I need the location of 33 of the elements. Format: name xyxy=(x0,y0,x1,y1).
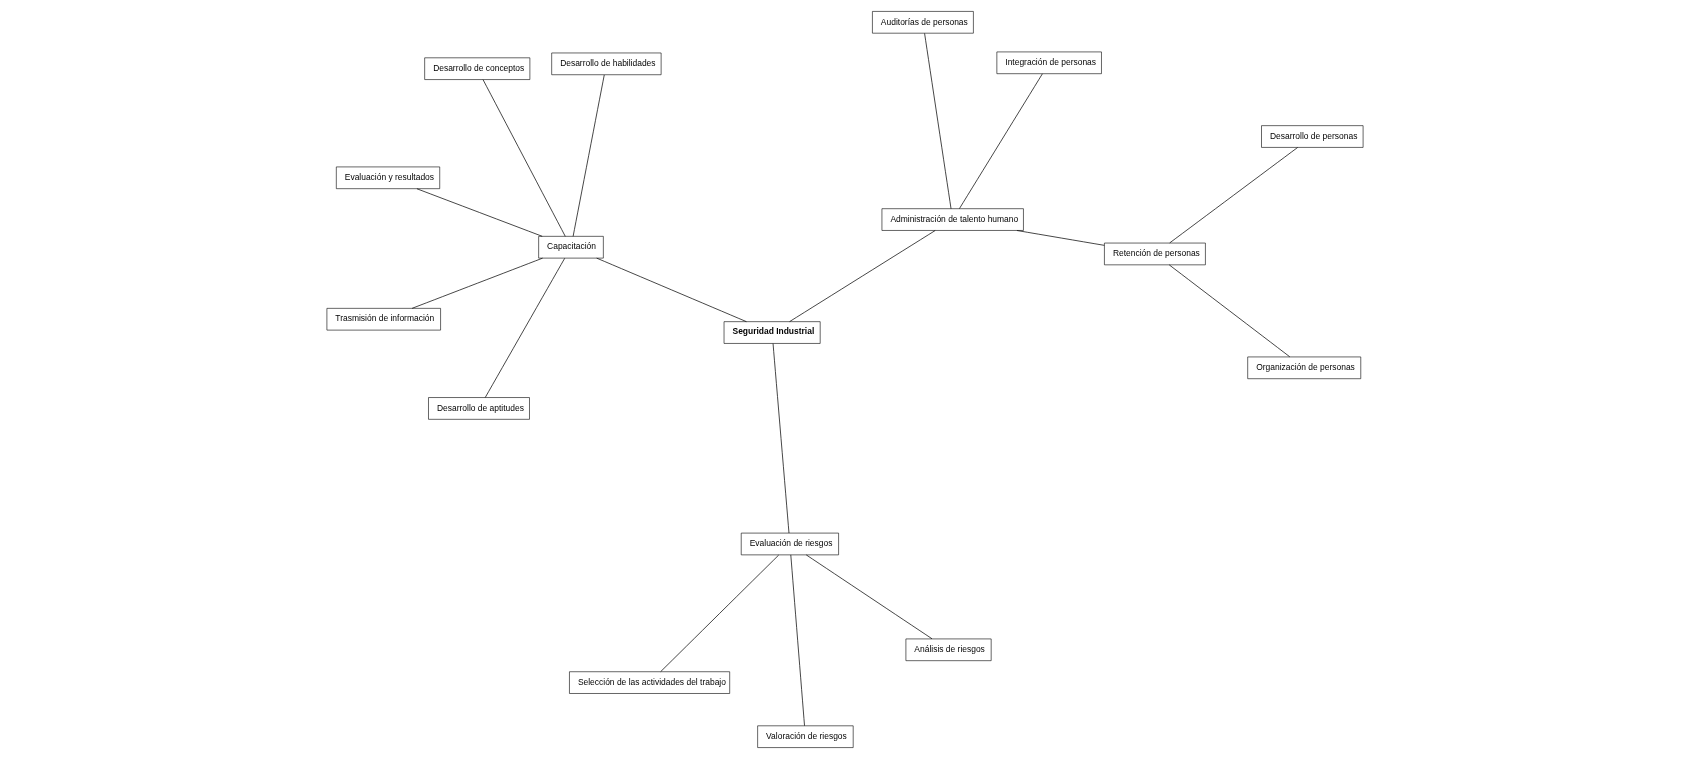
connector xyxy=(572,74,605,237)
node-box: Evaluación y resultados xyxy=(335,166,440,189)
node-box: Seguridad Industrial xyxy=(723,320,820,344)
connector xyxy=(789,554,805,726)
node-box: Administración de talento humano xyxy=(881,207,1024,231)
connector xyxy=(411,257,543,309)
connector xyxy=(788,229,936,322)
connector xyxy=(805,554,932,639)
node-box: Evaluación de riesgos xyxy=(740,532,839,555)
node-box: Retención de personas xyxy=(1103,242,1206,265)
connector xyxy=(1168,146,1298,243)
node-box: Desarrollo de personas xyxy=(1260,124,1363,148)
node-box: Integración de personas xyxy=(996,51,1102,74)
connector xyxy=(482,78,566,237)
connector xyxy=(1016,229,1105,246)
connector xyxy=(416,187,543,237)
node-box: Desarrollo de habilidades xyxy=(550,52,661,75)
connector xyxy=(958,72,1043,209)
connector xyxy=(772,342,789,533)
node-box: Desarrollo de aptitudes xyxy=(427,396,530,420)
connector xyxy=(595,257,747,322)
node-box: Organización de personas xyxy=(1246,356,1361,379)
node-box: Trasmisión de información xyxy=(326,307,441,330)
node-box: Capacitación xyxy=(537,235,604,258)
node-box: Desarrollo de conceptos xyxy=(423,57,530,80)
connector xyxy=(659,554,779,672)
connector xyxy=(923,32,951,209)
node-box: Auditorías de personas xyxy=(871,10,974,33)
node-box: Selección de las actividades del trabajo xyxy=(568,670,730,694)
connector xyxy=(1168,264,1290,357)
connector xyxy=(484,257,565,398)
node-box: Análisis de riesgos xyxy=(905,638,991,661)
node-box: Valoración de riesgos xyxy=(756,725,853,748)
